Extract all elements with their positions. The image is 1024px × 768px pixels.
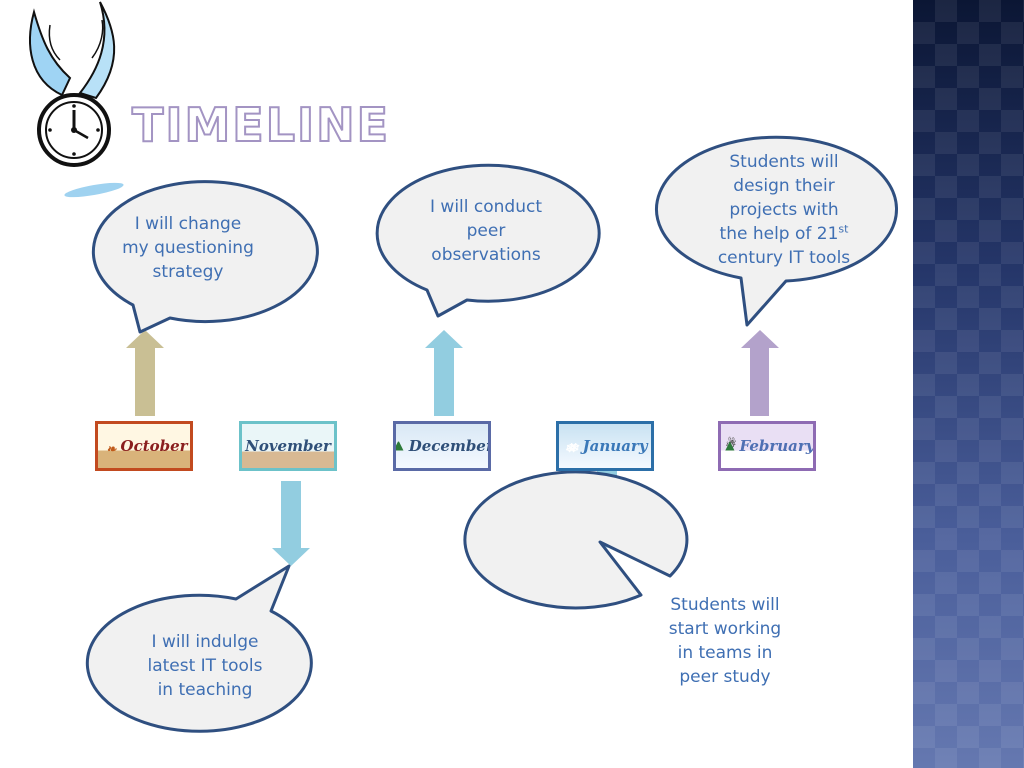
month-label-january: ❄ ❄ January bbox=[556, 421, 654, 471]
tree-icon: ▲ bbox=[394, 438, 404, 452]
callout-text-february-main: Students will design their projects with… bbox=[719, 152, 839, 244]
leaf-icon: ❧ bbox=[104, 469, 114, 471]
callout-bubble-october bbox=[91, 180, 319, 334]
callout-superscript-st: st bbox=[838, 222, 849, 236]
tree-icon: ▲ bbox=[393, 438, 403, 452]
leaf-icon: ❧ bbox=[106, 442, 117, 456]
month-label-december: ▲ ▲ December bbox=[393, 421, 491, 471]
snowflake-icon: ❄ bbox=[568, 441, 579, 455]
month-label-text: February bbox=[739, 437, 815, 455]
snowman-icon: ☃ bbox=[724, 437, 736, 451]
month-label-february: ☃ ▲ February bbox=[718, 421, 816, 471]
callout-text-october: I will change my questioning strategy bbox=[122, 214, 254, 282]
callout-text-january: Students will start working in teams in … bbox=[668, 595, 782, 687]
snowflake-icon: ❄ bbox=[564, 441, 575, 455]
month-label-november: November bbox=[239, 421, 337, 471]
callout-text-december: I will conduct peer observations bbox=[430, 197, 542, 265]
arrow-up-october bbox=[126, 330, 164, 416]
tree-icon: ▲ bbox=[725, 438, 735, 452]
callout-text-november: I will indulge latest IT tools in teachi… bbox=[147, 632, 263, 700]
arrow-up-february bbox=[741, 330, 779, 416]
arrow-down-november bbox=[272, 481, 310, 566]
month-label-text: January bbox=[582, 437, 648, 455]
callout-bubble-december bbox=[375, 163, 601, 318]
month-label-text: October bbox=[120, 437, 188, 455]
month-label-text: December bbox=[408, 437, 491, 455]
slide-title: Timeline bbox=[131, 98, 391, 152]
callout-bubble-november bbox=[85, 564, 313, 733]
arrow-up-december bbox=[425, 330, 463, 416]
callout-bubble-january bbox=[463, 470, 689, 610]
month-label-text: November bbox=[245, 437, 331, 455]
month-label-october: ❧ ❧ October bbox=[95, 421, 193, 471]
callout-text-february: Students will design their projects with… bbox=[684, 150, 884, 270]
decorative-side-strip bbox=[913, 0, 1024, 768]
callout-text-february-end: century IT tools bbox=[717, 248, 851, 268]
winged-clock-icon bbox=[29, 1, 124, 198]
callout-bubble-february bbox=[655, 135, 898, 327]
